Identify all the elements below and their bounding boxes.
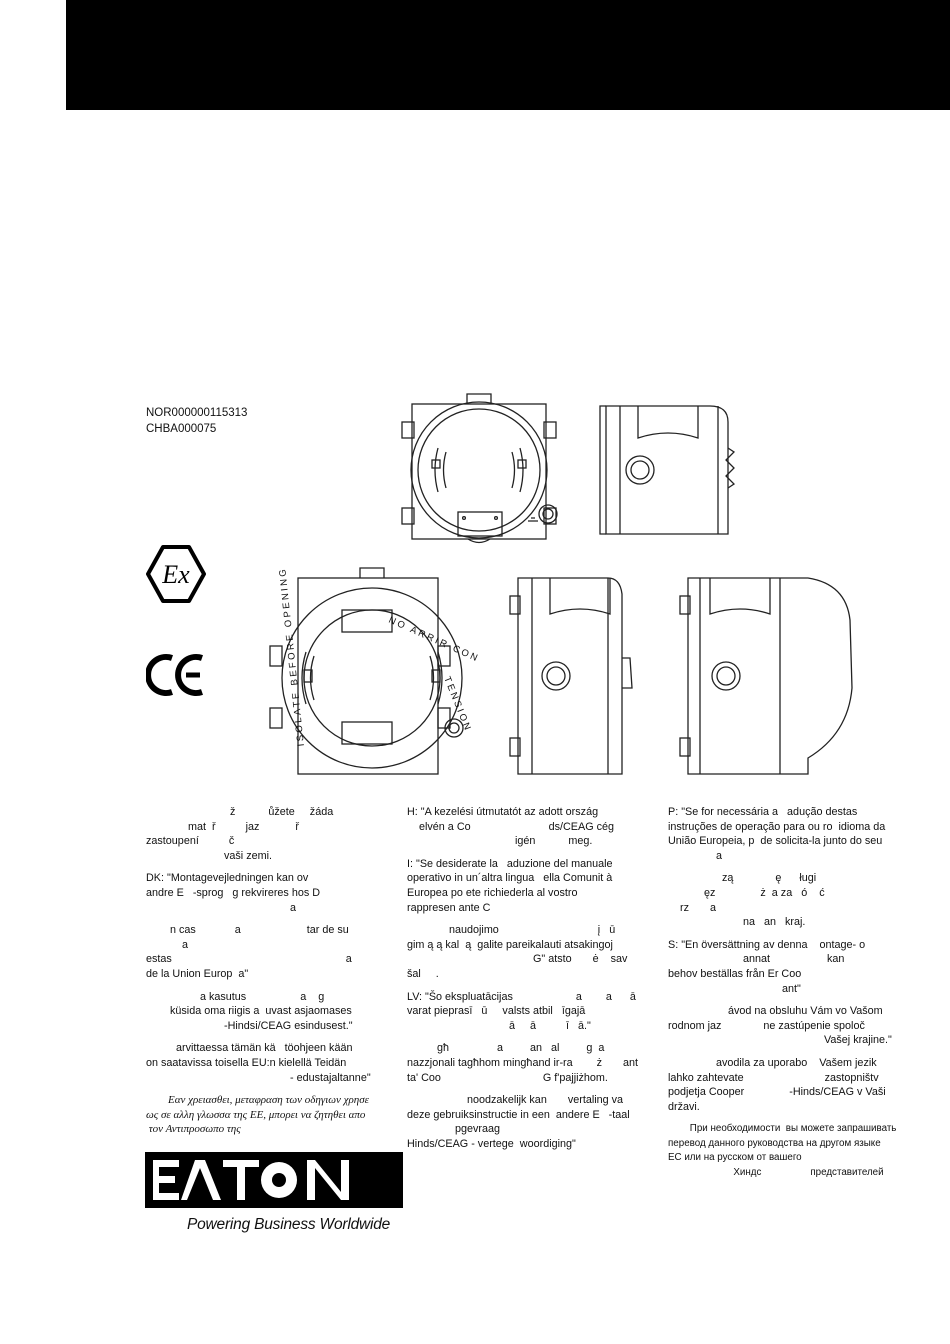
language-paragraph: I: "Se desiderate la aduzione del manual… (407, 857, 613, 914)
language-paragraph: LV: "Šo ekspluatācijas a a ā varat piepr… (407, 990, 636, 1032)
language-paragraph: naudojimo į ū gim ą ą kal ą galite parei… (407, 924, 628, 980)
ring-label-top: NO ARRIR CON (387, 615, 481, 665)
top-side-view (599, 405, 736, 535)
language-paragraph: ž ůžete žáda (146, 806, 334, 818)
greek-paragraph: Εαν χρειασθει, μεταφραση των οδηγιων χρη… (146, 1094, 369, 1136)
document-codes: NOR000000115313 CHBA000075 (146, 405, 247, 437)
language-paragraph: noodzakelijk kan vertaling va deze gebru… (407, 1094, 630, 1150)
language-paragraph: P: "Se for necessária a adução destas in… (668, 806, 886, 862)
language-paragraph: H: "A kezelési útmutatót az adott ország… (407, 806, 615, 848)
bottom-side-view (509, 577, 633, 775)
language-paragraph: S: "En översättning av denna ontage- o a… (668, 938, 866, 995)
language-paragraph: ávod na obsluhu Vám vo Vašom rodnom jaz … (668, 1005, 892, 1047)
language-column-3: P: "Se for necessária a adução destas in… (668, 805, 914, 1188)
eaton-logo: Powering Business Worldwide (145, 1152, 403, 1240)
top-front-view (401, 393, 558, 544)
enclosure-drawings: NO ARRIR CON TENSION ISOLATE BEFORE OPEN… (269, 393, 853, 775)
language-paragraph: għ a an al g a nazzjonali tagħhom mingħa… (407, 1042, 639, 1084)
language-paragraph: arvittaessa tämän kä töohjeen kään on sa… (146, 1042, 371, 1084)
language-column-2: H: "A kezelési útmutatót az adott ország… (407, 805, 653, 1159)
ex-mark-text: Ex (161, 560, 190, 589)
language-paragraph: zą ę ługi ęz ż a za ó ć rz a na an kraj. (679, 872, 825, 929)
eaton-wordmark-icon (153, 1160, 349, 1200)
language-column-1: ž ůžete žáda mat ř jaz ř zastoupení č va… (146, 805, 392, 1137)
bottom-front-view (269, 567, 464, 775)
russian-paragraph: При необходимости вы можете запрашивать … (668, 1123, 897, 1178)
eaton-wordmark (145, 1152, 403, 1208)
bottom-side-view-2 (679, 577, 853, 775)
header-bar (66, 0, 950, 110)
document-code: CHBA000075 (146, 423, 217, 435)
language-paragraph: n cas a tar de su a estas a de la Union … (146, 924, 352, 980)
document-code: NOR000000115313 (146, 407, 248, 419)
language-paragraph: mat ř jaz ř zastoupení č vaši zemi. (146, 820, 299, 862)
ex-mark-icon: Ex (146, 545, 206, 603)
language-paragraph: a kasutus a g küsida oma riigis a uvast … (169, 990, 353, 1032)
ce-mark-icon (146, 654, 203, 696)
language-paragraph: DK: "Montagevejledningen kan ov andre E … (146, 872, 321, 914)
logo-tagline: Powering Business Worldwide (187, 1216, 391, 1233)
language-paragraph: avodila za uporabo Vašem jezik lahko zah… (668, 1056, 886, 1113)
